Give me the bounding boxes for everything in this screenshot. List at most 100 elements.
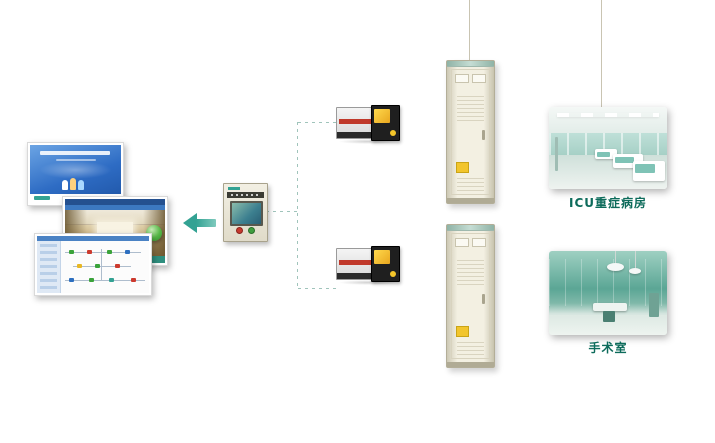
- schematic-window: [37, 236, 149, 293]
- slide-highlight: [39, 161, 112, 179]
- isolated-power-cabinet-top: [446, 60, 495, 204]
- isolated-power-cabinet-bottom: [446, 224, 495, 368]
- icu-room-label: ICU重症病房: [568, 196, 648, 210]
- device-shadow: [338, 139, 398, 144]
- schematic-device-chip: [87, 250, 92, 254]
- green-indicator-button: [248, 227, 255, 234]
- comm-line-branch-top: [298, 122, 338, 123]
- operating-table: [593, 303, 627, 311]
- intro-slide: [30, 145, 121, 203]
- operating-table-base: [603, 311, 615, 322]
- cabinet-door: [451, 69, 490, 195]
- schematic-title-bar: [37, 236, 149, 241]
- brand-logo-mark: [34, 196, 50, 200]
- figure-icon: [78, 180, 84, 190]
- cabinet-label-row: [455, 74, 486, 83]
- hospital-bed: [595, 149, 617, 159]
- schematic-sidebar: [37, 241, 61, 293]
- schematic-wire: [73, 266, 131, 267]
- device-yellow-label: [374, 109, 390, 123]
- cabinet-vent-upper: [457, 260, 484, 286]
- schematic-wire: [65, 252, 141, 253]
- comm-line-panel-to-bus: [266, 211, 297, 212]
- monitor-screenshot-schematic: [34, 233, 152, 296]
- schematic-drawing-area: [37, 241, 149, 293]
- hospital-bed: [633, 161, 665, 181]
- schematic-device-chip: [115, 264, 120, 268]
- monitoring-terminal-panel: [223, 183, 268, 242]
- cabinet-nameplate: [455, 238, 469, 247]
- schematic-device-chip: [109, 278, 114, 282]
- cabinet-base: [447, 198, 494, 203]
- cabinet-door: [451, 233, 490, 359]
- figure-icon: [62, 180, 68, 190]
- panel-indicator-buttons: [224, 227, 267, 234]
- slide-cartoon-figures: [62, 178, 84, 190]
- arrow-tail: [196, 219, 216, 227]
- schematic-device-chip: [69, 278, 74, 282]
- cabinet-handle: [482, 294, 485, 304]
- window-title-bar: [65, 199, 165, 205]
- schematic-device-chip: [95, 264, 100, 268]
- panel-touchscreen: [230, 201, 263, 226]
- device-yellow-label: [374, 250, 390, 264]
- schematic-device-chip: [131, 278, 136, 282]
- dual-power-transfer-switch: [336, 107, 374, 139]
- bed-blanket: [615, 157, 634, 164]
- icu-equipment-rail: [555, 137, 558, 171]
- schematic-device-chip: [89, 278, 94, 282]
- cabinet-vent-lower: [457, 342, 484, 356]
- cabinet-top-cap: [447, 61, 494, 67]
- arrow-head: [183, 213, 197, 233]
- or-equipment-cart: [649, 293, 659, 317]
- cabinet-nameplate: [472, 238, 486, 247]
- switch-base: [337, 132, 373, 138]
- panel-brand-mark: [228, 187, 240, 190]
- slide-title-text-line: [40, 151, 110, 155]
- slide-subtitle-text-line: [56, 159, 96, 161]
- schematic-device-chip: [125, 250, 130, 254]
- monitor-screenshot-intro: [27, 142, 124, 206]
- or-floor: [549, 314, 667, 335]
- red-indicator-button: [236, 227, 243, 234]
- cabinet-vent-upper: [457, 96, 484, 122]
- cabinet-label-row: [455, 238, 486, 247]
- icu-room-photo: [549, 107, 667, 189]
- cabinet-nameplate: [455, 74, 469, 83]
- bed-blanket: [635, 164, 656, 173]
- yellow-warning-label-icon: [456, 326, 469, 337]
- icu-back-wall: [549, 133, 667, 155]
- isolation-monitor-device: [371, 105, 400, 141]
- transfer-switch-group-top: [336, 97, 400, 144]
- surgical-light: [629, 268, 641, 274]
- dual-power-transfer-switch: [336, 248, 374, 280]
- schematic-device-chip: [77, 264, 82, 268]
- switch-red-band: [339, 119, 371, 124]
- schematic-device-chip: [107, 250, 112, 254]
- cabinet-vent-lower: [457, 178, 484, 192]
- cabinet-top-cap: [447, 225, 494, 231]
- switch-red-band: [339, 260, 371, 265]
- device-yellow-dial: [390, 271, 396, 277]
- cabinet-handle: [482, 130, 485, 140]
- schematic-layout: [37, 236, 149, 293]
- bed-blanket: [597, 152, 611, 157]
- device-shadow: [338, 280, 398, 285]
- surgical-light-arm: [615, 251, 616, 265]
- intro-slide-background: [30, 145, 121, 203]
- surgical-light-arm: [635, 251, 636, 269]
- operating-room-label: 手术室: [588, 341, 628, 355]
- schematic-device-chip: [69, 250, 74, 254]
- panel-title-strip: [227, 192, 264, 198]
- cabinet-base: [447, 362, 494, 367]
- switch-base: [337, 273, 373, 279]
- transfer-switch-group-bottom: [336, 238, 400, 285]
- isolation-monitor-device: [371, 246, 400, 282]
- power-feed-line-icu-room: [601, 0, 602, 107]
- power-feed-line-top-cabinet: [469, 0, 470, 60]
- comm-line-branch-bottom: [298, 288, 338, 289]
- window-toolbar: [65, 205, 165, 210]
- device-yellow-dial: [390, 130, 396, 136]
- cabinet-nameplate: [472, 74, 486, 83]
